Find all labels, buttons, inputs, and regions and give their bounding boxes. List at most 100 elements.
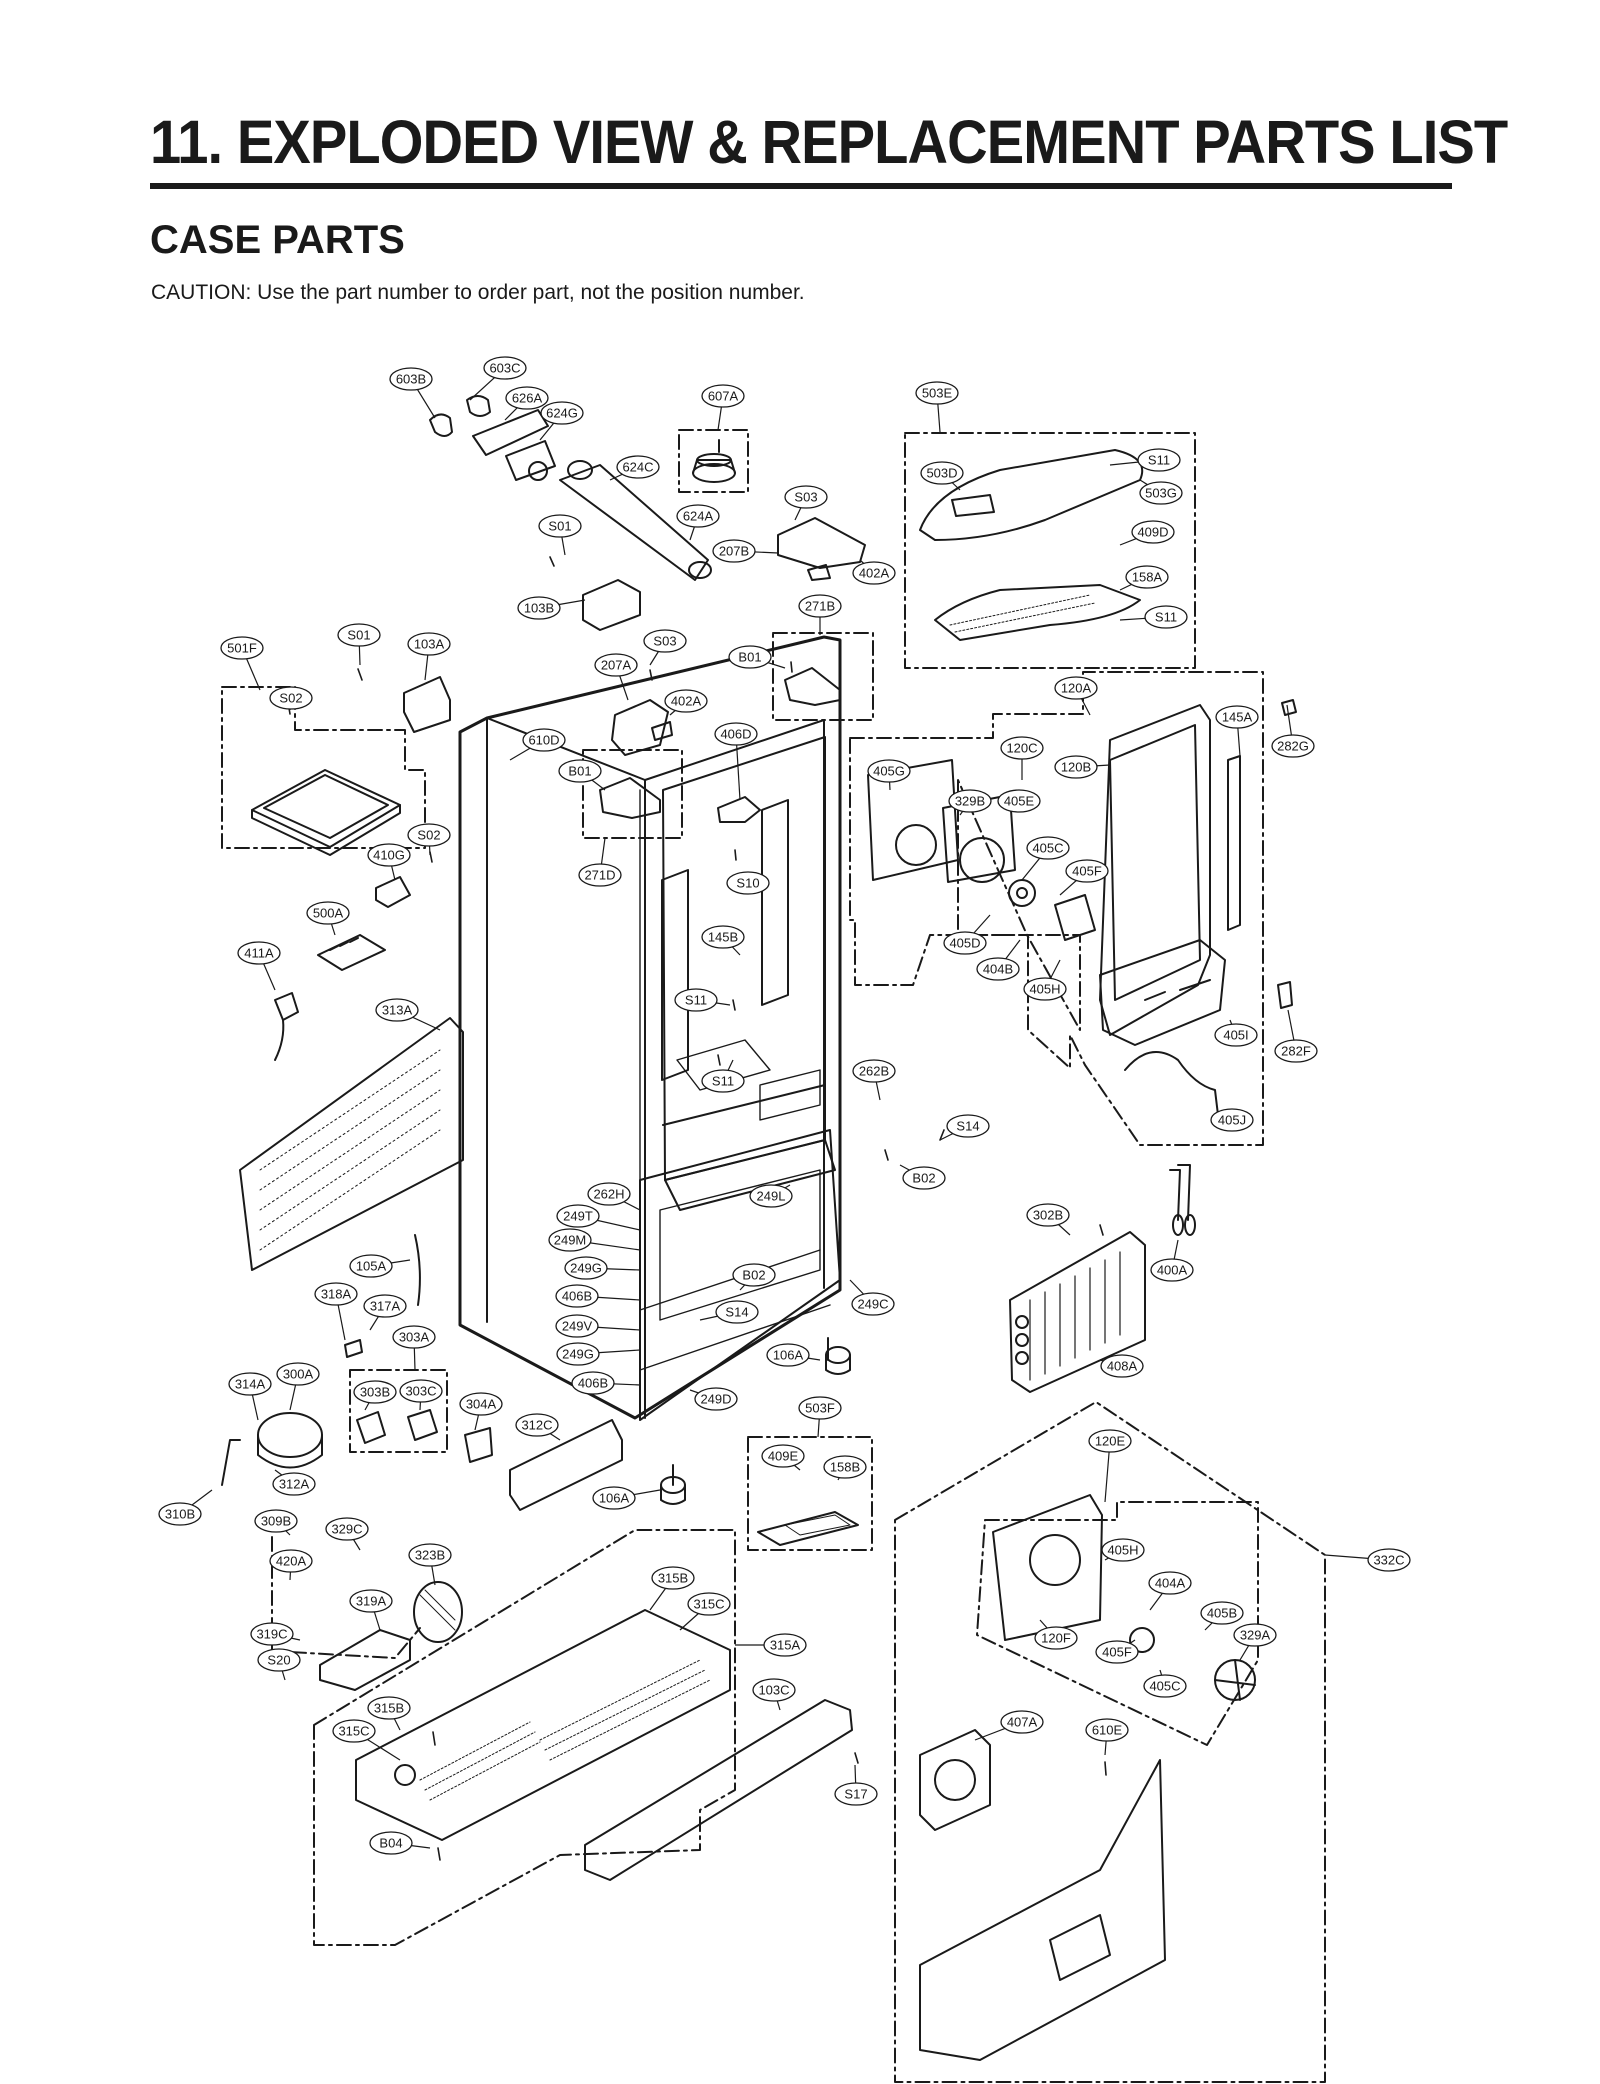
part-callout-610e: 610E — [1085, 1718, 1129, 1756]
label-oval — [851, 1292, 895, 1316]
assembly-box-271d — [582, 749, 683, 839]
part-callout-323b: 323B — [408, 1543, 452, 1586]
part-callout-329a: 329A — [1233, 1623, 1277, 1661]
label-oval — [1000, 736, 1044, 760]
part-label: 300A — [283, 1367, 314, 1382]
label-oval — [701, 925, 745, 949]
cover-319a — [319, 1629, 411, 1691]
part-callout-s14: S14 — [699, 1300, 759, 1324]
part-label: 303B — [360, 1385, 390, 1400]
part-callout-409e: 409E — [761, 1444, 805, 1471]
part-callout-s02: S02 — [407, 823, 451, 856]
label-oval — [701, 1069, 745, 1093]
part-callout-405h: 405H — [1023, 959, 1067, 1001]
label-oval — [694, 1387, 738, 1411]
block-103b — [582, 579, 641, 631]
part-callout-120e: 120E — [1088, 1429, 1132, 1503]
part-callout-319a: 319A — [349, 1589, 393, 1631]
label-oval — [269, 1549, 313, 1573]
part-label: B04 — [379, 1836, 402, 1851]
part-label: 405B — [1207, 1606, 1237, 1621]
part-callout-315a: 315A — [735, 1633, 807, 1657]
part-callout-249l: 249L — [749, 1184, 793, 1208]
label-oval — [943, 931, 987, 955]
label-oval — [867, 759, 911, 783]
part-callout-282f: 282F — [1274, 1009, 1318, 1063]
part-callout-s17: S17 — [834, 1764, 878, 1806]
part-callout-120a: 120A — [1054, 676, 1098, 716]
label-oval — [407, 632, 451, 656]
part-callout-s10: S10 — [726, 871, 770, 895]
part-label: 249T — [563, 1209, 593, 1224]
label-oval — [798, 594, 842, 618]
label-oval — [1210, 1108, 1254, 1132]
tray-503f — [757, 1511, 859, 1546]
fan-405g — [867, 759, 959, 881]
part-callout-120c: 120C — [1000, 736, 1044, 780]
part-callout-s11: S11 — [1109, 448, 1181, 472]
part-label: 103A — [414, 637, 445, 652]
part-callout-317a: 317A — [363, 1294, 407, 1331]
cap-607a — [692, 439, 736, 483]
part-label: S01 — [347, 628, 370, 643]
label-oval — [349, 1589, 393, 1613]
part-label: 405J — [1218, 1113, 1246, 1128]
part-callout-405g: 405G — [867, 759, 911, 791]
part-label: S11 — [1155, 610, 1177, 625]
part-callout-409d: 409D — [1119, 520, 1175, 546]
label-oval — [1100, 1354, 1144, 1378]
label-oval — [1214, 1023, 1258, 1047]
part-callout-406b: 406B — [555, 1284, 641, 1308]
part-label: 120B — [1061, 760, 1091, 775]
label-oval — [915, 381, 959, 405]
part-label: 310B — [165, 1507, 195, 1522]
part-callout-405f: 405F — [1059, 859, 1109, 896]
label-oval — [505, 386, 549, 410]
label-oval — [392, 1325, 436, 1349]
part-label: S02 — [417, 828, 440, 843]
part-label: S20 — [267, 1653, 290, 1668]
connector-282g — [1281, 699, 1297, 716]
part-label: 500A — [313, 906, 344, 921]
label-oval — [556, 1342, 600, 1366]
label-oval — [353, 1380, 397, 1404]
label-oval — [367, 843, 411, 867]
label-oval — [1139, 481, 1183, 505]
part-label: 405F — [1072, 864, 1102, 879]
part-callout-145b: 145B — [701, 925, 745, 956]
part-label: 406B — [578, 1376, 608, 1391]
part-callout-318a: 318A — [314, 1282, 358, 1341]
section-title: CASE PARTS — [150, 218, 405, 262]
part-label: 303C — [405, 1384, 436, 1399]
label-oval — [1065, 859, 1109, 883]
part-label: S11 — [712, 1074, 734, 1089]
label-oval — [272, 1472, 316, 1496]
label-oval — [555, 1314, 599, 1338]
label-oval — [1026, 836, 1070, 860]
part-label: 317A — [370, 1299, 401, 1314]
part-label: 624C — [622, 460, 653, 475]
part-label: 315C — [693, 1597, 724, 1612]
part-callout-410g: 410G — [367, 843, 411, 881]
part-label: 406D — [720, 727, 751, 742]
part-callout-610d: 610D — [509, 728, 566, 761]
label-oval — [306, 901, 350, 925]
label-oval — [276, 1362, 320, 1386]
part-callout-249c: 249C — [849, 1279, 895, 1316]
part-callout-405f: 405F — [1095, 1639, 1139, 1664]
part-callout-207b: 207B — [712, 539, 779, 563]
part-label: 120C — [1006, 741, 1037, 756]
part-label: 312C — [521, 1418, 552, 1433]
part-label: 313A — [382, 1003, 413, 1018]
label-oval — [332, 1719, 376, 1743]
sensor-400a — [1169, 1164, 1196, 1236]
part-callout-b01: B01 — [728, 645, 786, 669]
label-oval — [515, 1413, 559, 1437]
part-label: B01 — [738, 650, 761, 665]
part-label: 503F — [805, 1401, 835, 1416]
part-callout-s02: S02 — [269, 686, 313, 711]
label-oval — [715, 1300, 759, 1324]
part-label: 314A — [235, 1377, 266, 1392]
label-oval — [228, 1372, 272, 1396]
